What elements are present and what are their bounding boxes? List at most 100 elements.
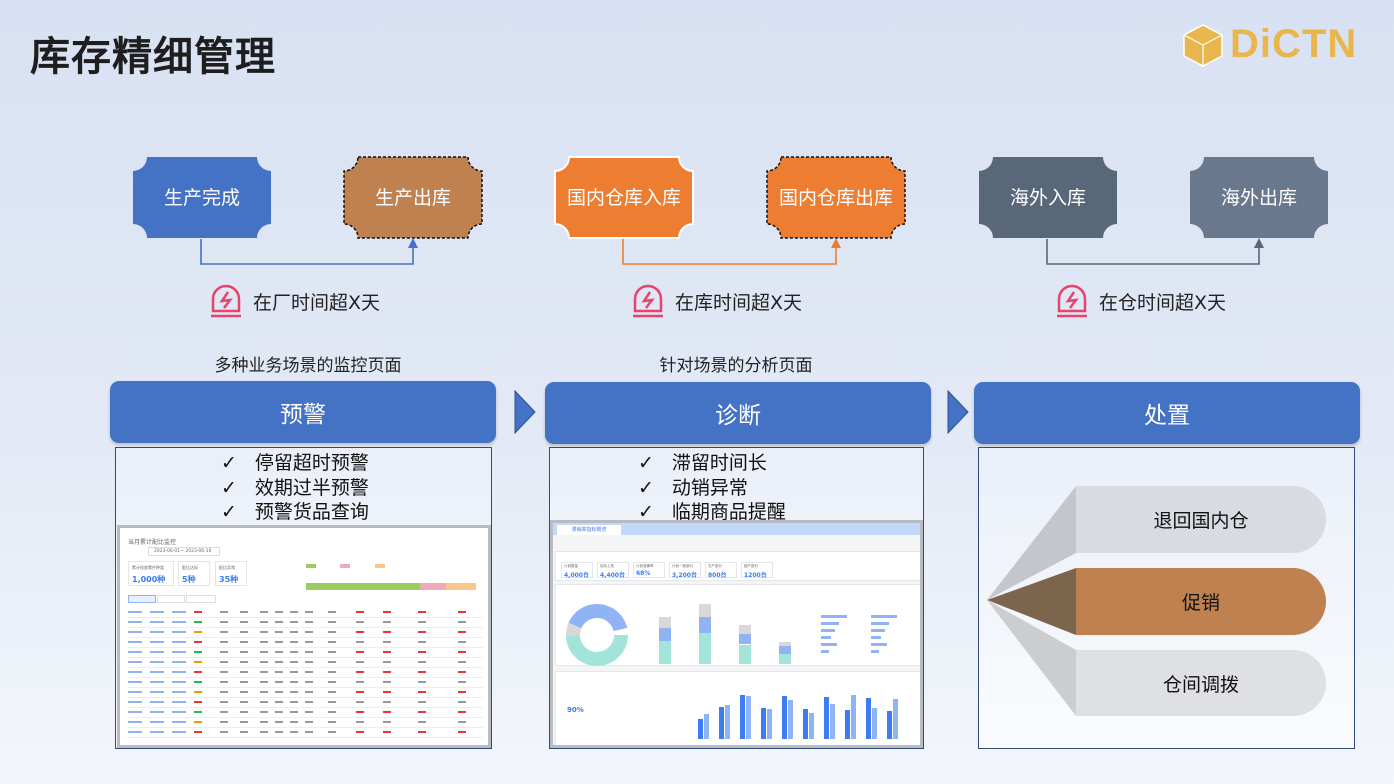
table-cell xyxy=(128,661,142,663)
stage-header-diagnosis[interactable]: 诊断 xyxy=(545,382,931,444)
table-cell xyxy=(194,651,202,653)
bar xyxy=(698,719,703,739)
shot-pct: 90% xyxy=(567,706,584,714)
table-cell xyxy=(128,621,142,623)
table-cell xyxy=(305,721,313,723)
table-cell xyxy=(328,621,336,623)
bar xyxy=(872,708,877,739)
alarm-icon xyxy=(211,284,241,318)
rank-bar xyxy=(871,650,879,653)
bar-segment xyxy=(779,645,791,654)
table-cell xyxy=(150,651,164,653)
bar xyxy=(788,700,793,739)
table-cell xyxy=(290,731,298,733)
table-cell xyxy=(260,701,268,703)
bar-segment xyxy=(779,641,791,646)
table-cell xyxy=(260,621,268,623)
table-cell xyxy=(383,621,391,623)
bar xyxy=(851,695,856,739)
table-cell xyxy=(194,621,202,623)
bar xyxy=(887,711,892,739)
table-row xyxy=(128,608,483,618)
table-cell xyxy=(356,641,364,643)
table-cell xyxy=(418,611,426,613)
donut-chart xyxy=(566,604,628,666)
table-cell xyxy=(194,691,202,693)
table-cell xyxy=(240,721,248,723)
table-cell xyxy=(240,681,248,683)
logo-cube-icon xyxy=(1183,23,1223,67)
table-cell xyxy=(172,721,186,723)
table-cell xyxy=(275,701,283,703)
table-cell xyxy=(220,671,228,673)
table-cell xyxy=(328,631,336,633)
stage-header-warning[interactable]: 预警 xyxy=(110,381,496,443)
table-cell xyxy=(275,731,283,733)
check-icon: ✓ xyxy=(638,452,654,474)
table-cell xyxy=(172,711,186,713)
stage-header-disposal[interactable]: 处置 xyxy=(974,382,1360,444)
alarm-label: 在厂时间超X天 xyxy=(209,283,380,319)
table-cell xyxy=(128,651,142,653)
option-return-domestic[interactable]: 退回国内仓 xyxy=(1076,486,1326,553)
table-cell xyxy=(275,621,283,623)
table-cell xyxy=(194,681,202,683)
table-cell xyxy=(356,691,364,693)
table-cell xyxy=(150,731,164,733)
flow-node-1-from: 国内仓库入库 xyxy=(554,156,694,239)
table-cell xyxy=(150,721,164,723)
table-cell xyxy=(458,691,466,693)
table-cell xyxy=(172,611,186,613)
table-cell xyxy=(240,711,248,713)
table-row xyxy=(128,658,483,668)
table-cell xyxy=(128,681,142,683)
bar-segment xyxy=(699,604,711,618)
table-cell xyxy=(305,621,313,623)
table-cell xyxy=(240,671,248,673)
rank-bar xyxy=(871,622,889,625)
bar xyxy=(704,714,709,739)
rank-bar xyxy=(871,629,885,632)
table-cell xyxy=(290,681,298,683)
shot-tab: 滞销率指标概览 xyxy=(557,525,621,535)
table-cell xyxy=(260,631,268,633)
table-cell xyxy=(356,711,364,713)
flow-node-0-to: 生产出库 xyxy=(343,156,483,239)
table-cell xyxy=(290,631,298,633)
table-cell xyxy=(305,671,313,673)
flow-node-2-from: 海外入库 xyxy=(978,156,1118,239)
table-cell xyxy=(150,711,164,713)
monitor-screenshot: 当月累计配比监控 2023-06-01~ 2023-06-16 累计投放零件种类… xyxy=(117,525,491,748)
warning-panel: ✓停留超时预警 ✓效期过半预警 ✓预警货品查询 当月累计配比监控 2023-06… xyxy=(115,447,492,749)
table-cell xyxy=(128,641,142,643)
option-promotion[interactable]: 促销 xyxy=(1076,568,1326,635)
table-cell xyxy=(150,621,164,623)
table-cell xyxy=(305,631,313,633)
table-cell xyxy=(240,641,248,643)
flow-node-1-to: 国内仓库出库 xyxy=(766,156,906,239)
table-cell xyxy=(305,691,313,693)
table-cell xyxy=(383,681,391,683)
option-transfer[interactable]: 仓间调拨 xyxy=(1076,650,1326,716)
bar xyxy=(893,699,898,739)
table-cell xyxy=(418,681,426,683)
table-cell xyxy=(458,661,466,663)
table-cell xyxy=(220,691,228,693)
table-cell xyxy=(240,611,248,613)
table-cell xyxy=(418,631,426,633)
table-cell xyxy=(458,621,466,623)
shot-bar-chart xyxy=(653,601,793,664)
table-cell xyxy=(356,721,364,723)
table-cell xyxy=(383,641,391,643)
table-cell xyxy=(220,631,228,633)
table-cell xyxy=(328,701,336,703)
table-cell xyxy=(240,621,248,623)
